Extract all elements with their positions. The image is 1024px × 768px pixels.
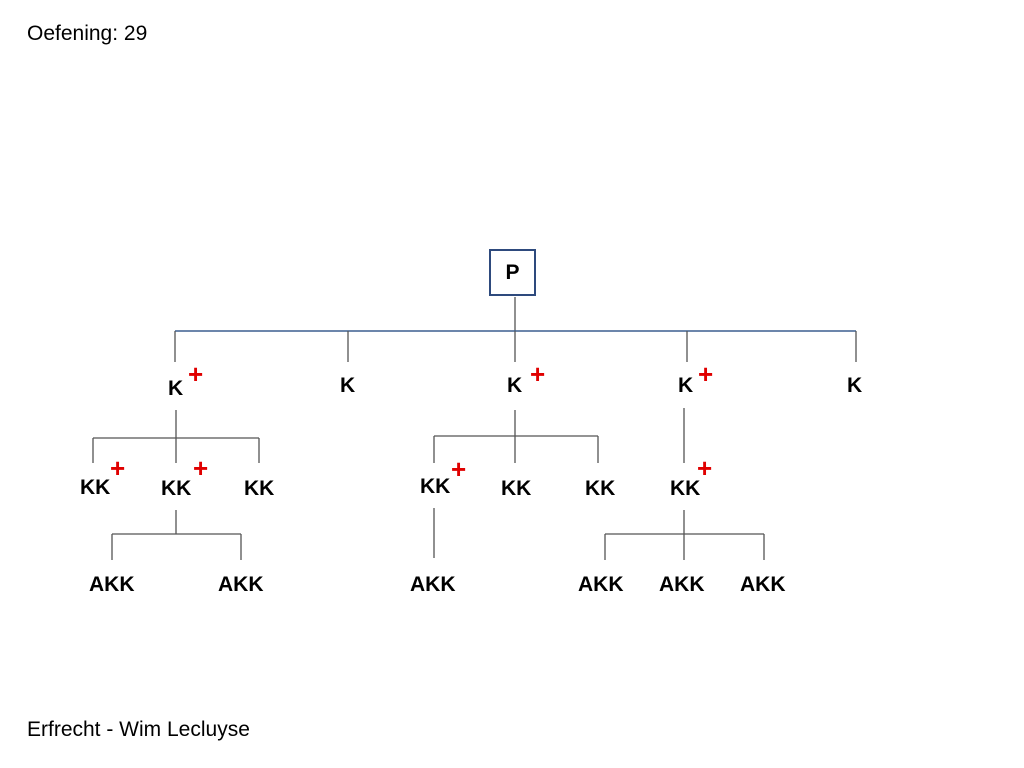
- node-k-2: K: [340, 374, 356, 397]
- node-kk-3: KK: [244, 477, 275, 500]
- node-k-5: K: [847, 374, 863, 397]
- node-akk-3: AKK: [410, 573, 456, 596]
- plus-marker-k-1: +: [188, 359, 204, 389]
- plus-marker-kk-7: +: [697, 453, 713, 483]
- footer-text: Erfrecht - Wim Lecluyse: [27, 718, 250, 741]
- node-kk-6: KK: [585, 477, 616, 500]
- node-akk-5: AKK: [659, 573, 705, 596]
- root-node-p: P: [489, 249, 536, 296]
- plus-marker-k-4: +: [698, 359, 714, 389]
- slide-title: Oefening: 29: [27, 22, 148, 45]
- plus-marker-k-3: +: [530, 359, 546, 389]
- node-kk-2: KK: [161, 477, 192, 500]
- node-akk-4: AKK: [578, 573, 624, 596]
- node-akk-1: AKK: [89, 573, 135, 596]
- node-k-4: K: [678, 374, 694, 397]
- node-akk-6: AKK: [740, 573, 786, 596]
- node-akk-2: AKK: [218, 573, 264, 596]
- plus-marker-kk-1: +: [110, 453, 126, 483]
- node-kk-5: KK: [501, 477, 532, 500]
- plus-marker-kk-2: +: [193, 453, 209, 483]
- node-k-1: K: [168, 377, 184, 400]
- node-kk-7: KK: [670, 477, 701, 500]
- plus-marker-kk-4: +: [451, 454, 467, 484]
- node-kk-4: KK: [420, 475, 451, 498]
- node-k-3: K: [507, 374, 523, 397]
- node-kk-1: KK: [80, 476, 111, 499]
